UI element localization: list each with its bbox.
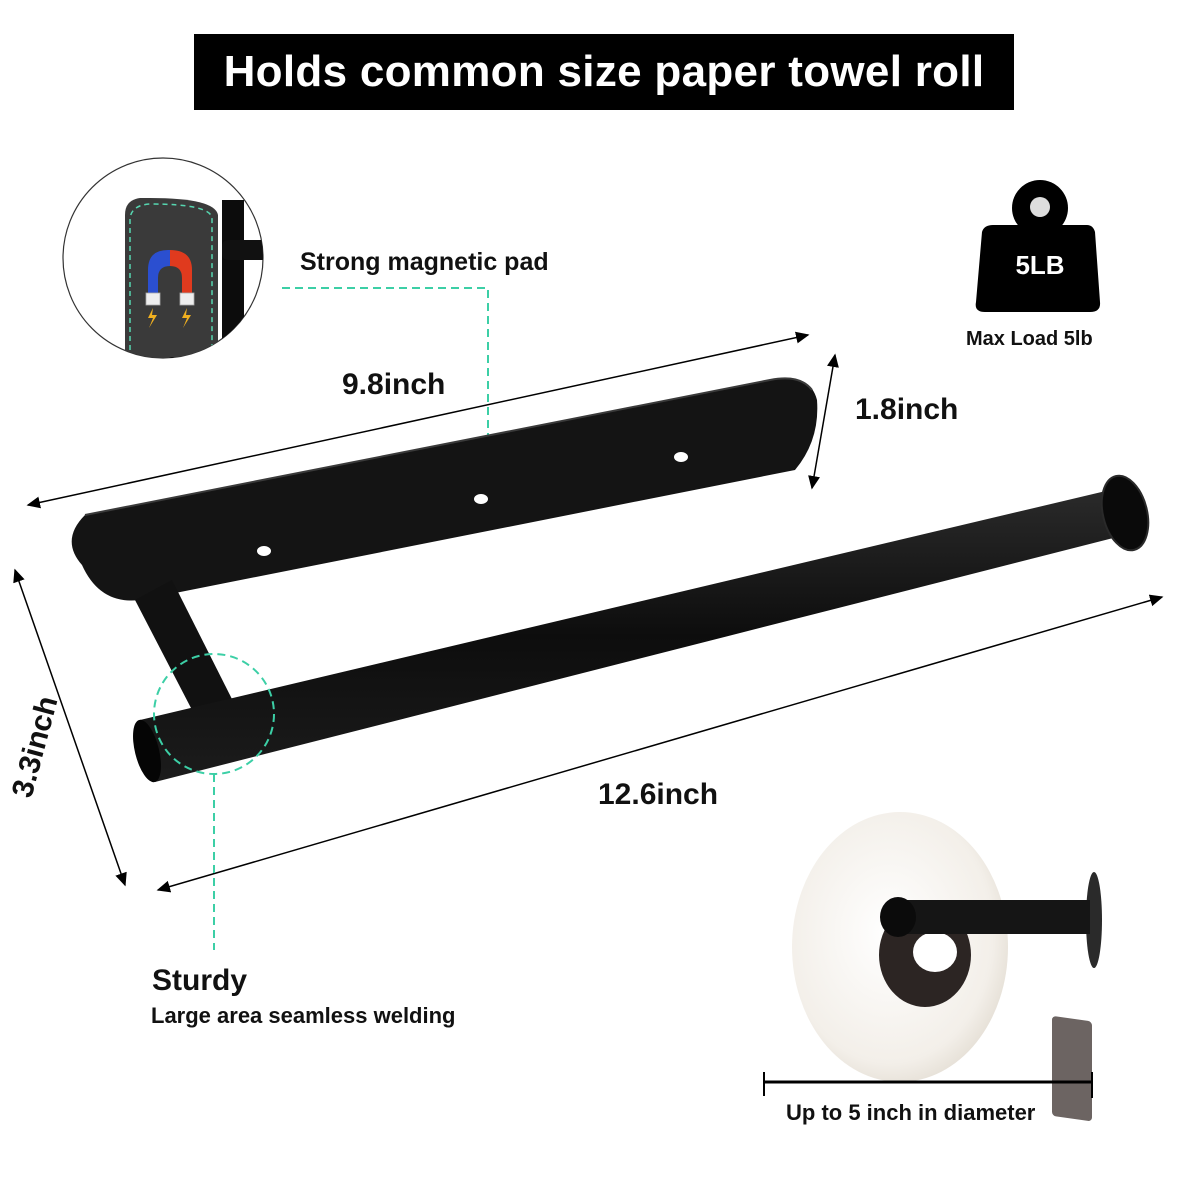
- banner-title: Holds common size paper towel roll: [223, 47, 985, 96]
- sturdy-title: Sturdy: [152, 964, 248, 997]
- connector-post: [135, 580, 240, 735]
- plate-length-label: 9.8inch: [342, 368, 446, 401]
- weight-icon: [975, 180, 1101, 312]
- title-banner: Holds common size paper towel roll: [194, 34, 1014, 110]
- sturdy-subtitle: Large area seamless welding: [151, 1003, 456, 1028]
- screw-hole: [674, 452, 688, 462]
- depth-arrow: [13, 568, 127, 887]
- plate-height-arrow: [808, 353, 839, 490]
- plate-length-arrow: [26, 331, 810, 509]
- rod-length-arrow: [156, 594, 1164, 893]
- magnetic-leader-line: [282, 287, 489, 440]
- rod-length-label: 12.6inch: [598, 778, 719, 811]
- weight-value: 5LB: [1015, 250, 1065, 280]
- screw-hole: [474, 494, 488, 504]
- magnet-icon: [145, 250, 195, 328]
- magnetic-pad-label: Strong magnetic pad: [300, 248, 549, 276]
- screw-hole: [257, 546, 271, 556]
- diameter-caption: Up to 5 inch in diameter: [786, 1100, 1036, 1125]
- towel-rod: [133, 474, 1150, 783]
- max-load-caption: Max Load 5lb: [966, 328, 1093, 350]
- magnetic-pad-inset: [62, 157, 264, 359]
- back-plate: [71, 377, 818, 601]
- plate-height-label: 1.8inch: [855, 393, 959, 426]
- paper-roll-inset: [763, 812, 1102, 1121]
